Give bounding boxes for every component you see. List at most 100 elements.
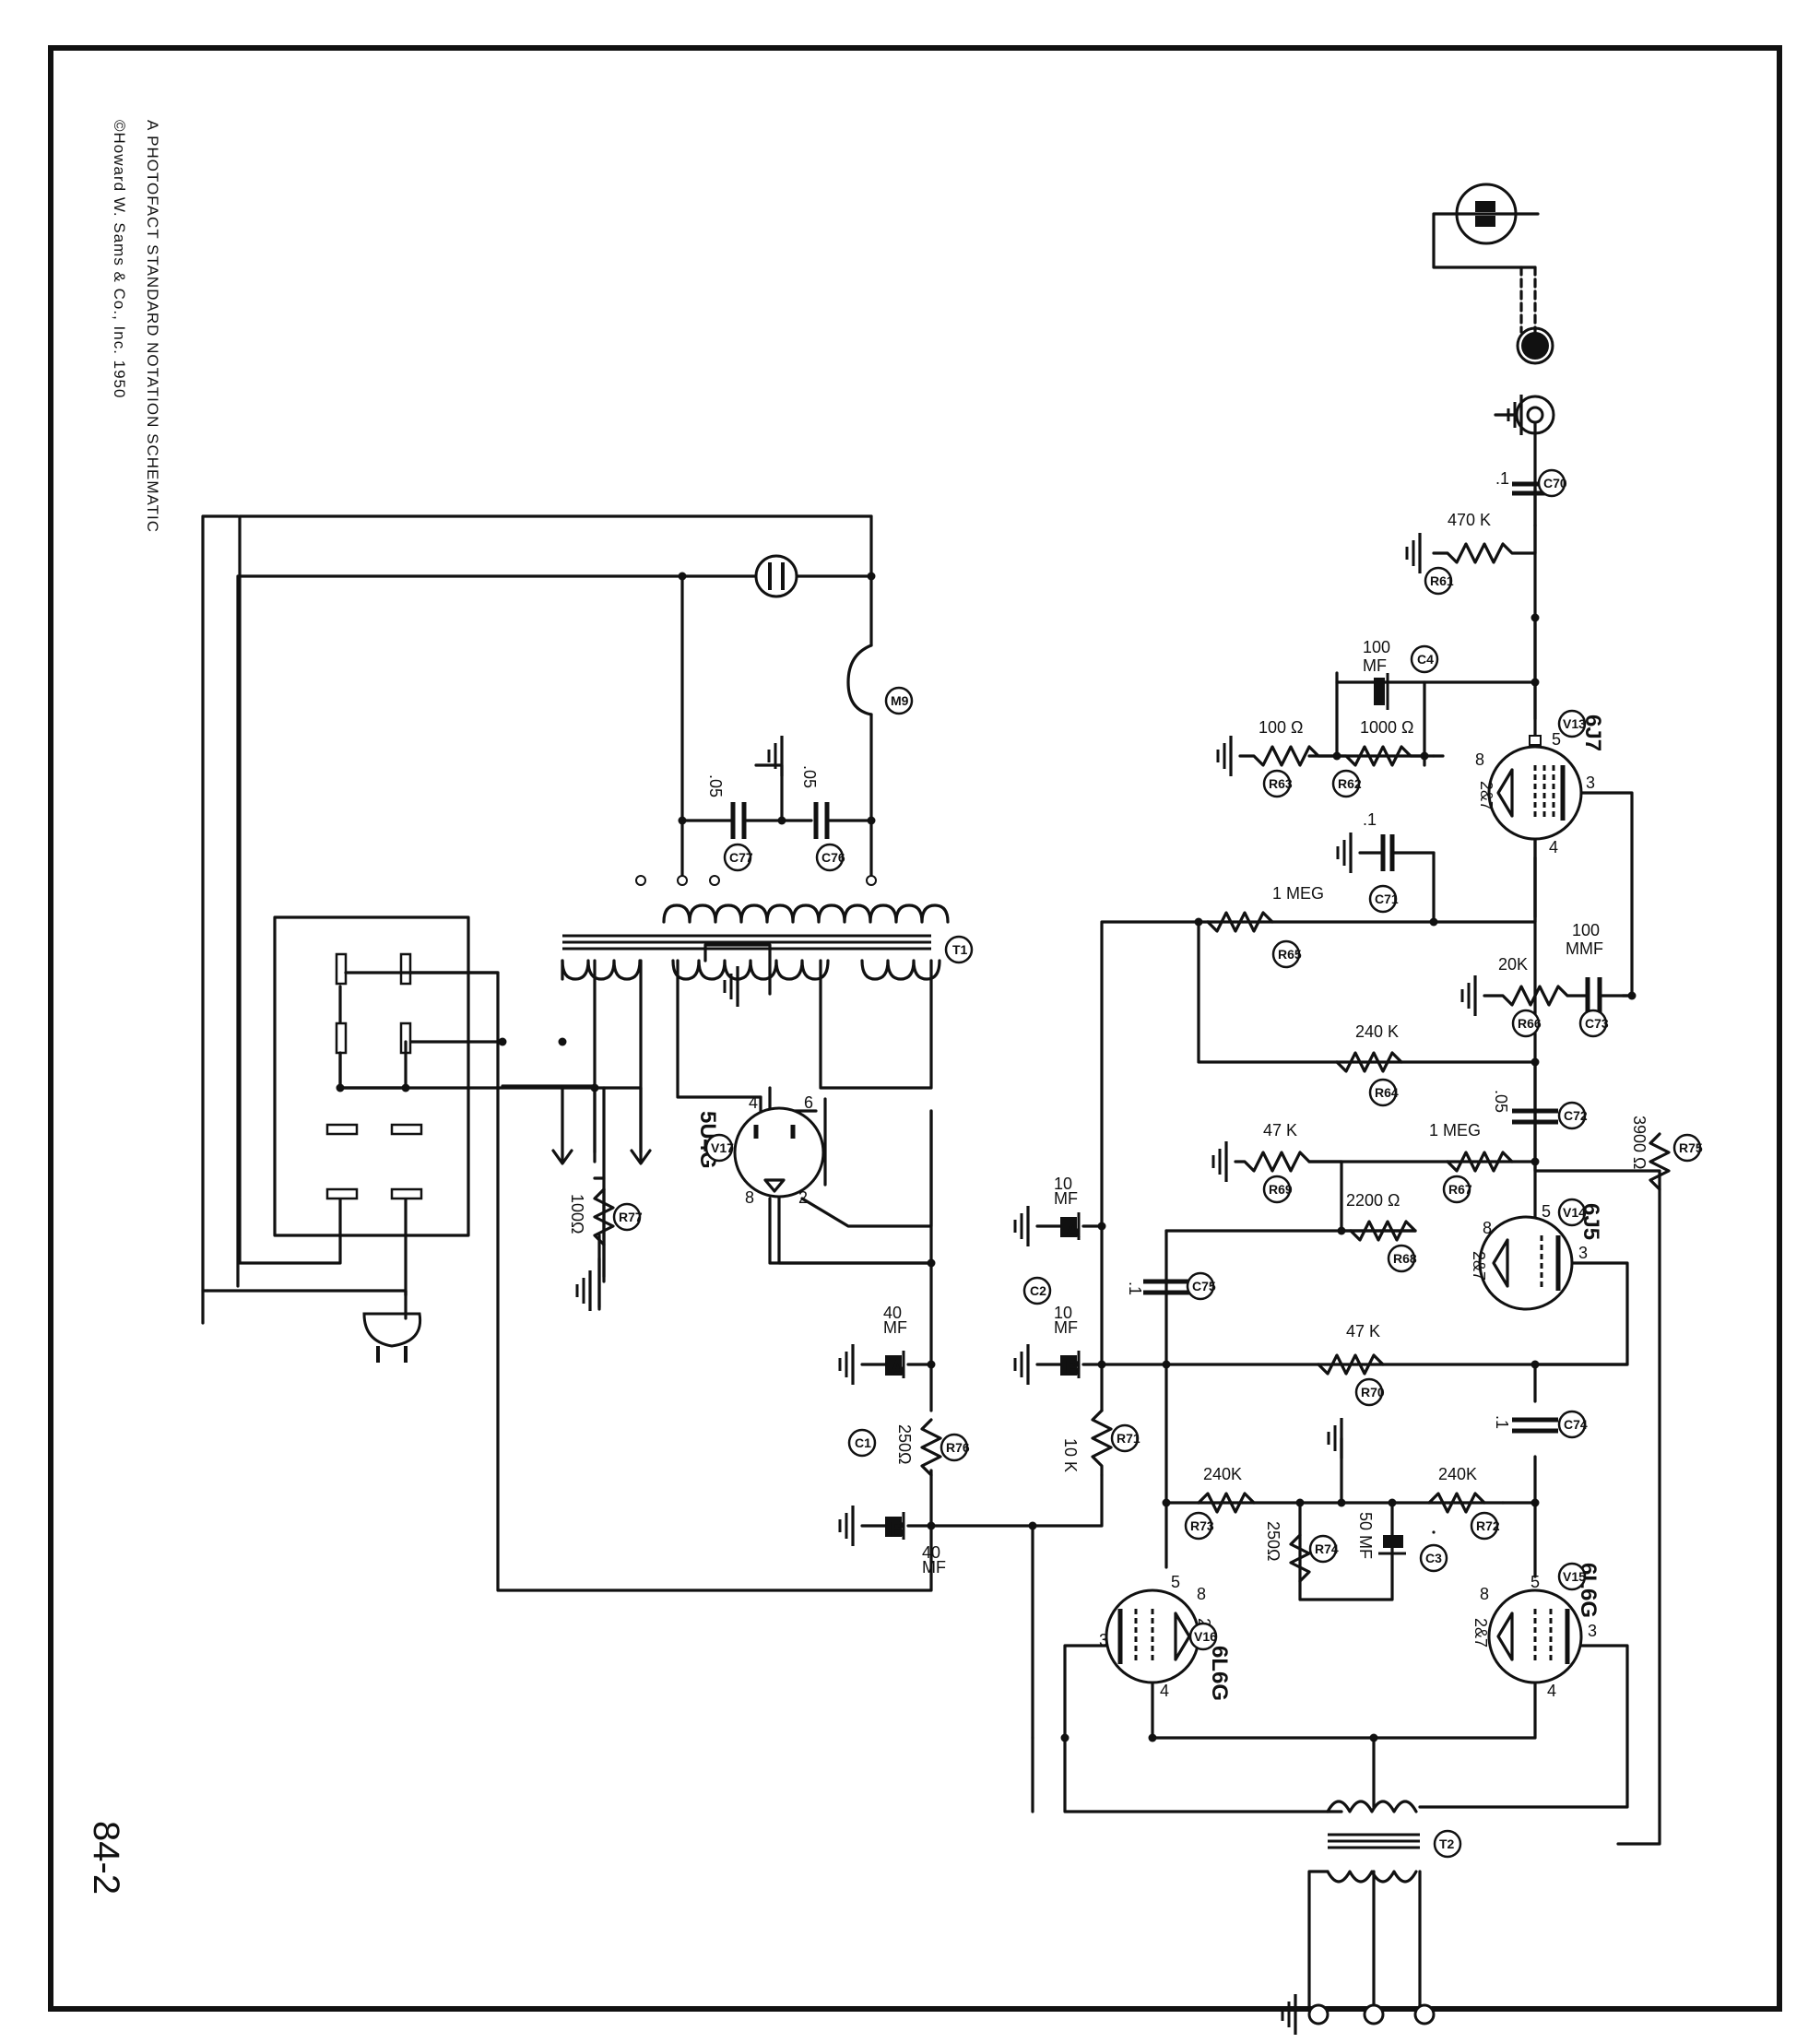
page-number: 84-2 bbox=[86, 1821, 126, 1895]
resistor-r62: 1000 Ω R62 bbox=[1331, 718, 1426, 798]
r67-value: 1 MEG bbox=[1429, 1121, 1481, 1140]
c70-value: .1 bbox=[1495, 469, 1509, 488]
capacitor-c76: .05 C76 bbox=[800, 765, 845, 872]
resistor-r74: 250Ω R74 bbox=[1264, 1521, 1339, 1583]
v15-pin4: 4 bbox=[1547, 1682, 1556, 1700]
c74-value: .1 bbox=[1493, 1415, 1511, 1429]
r76-value: 250Ω bbox=[895, 1424, 914, 1465]
v13-pin5: 5 bbox=[1552, 730, 1561, 749]
r64-ref: R64 bbox=[1375, 1085, 1399, 1100]
v17-pin6: 6 bbox=[804, 1093, 813, 1112]
c71-value: .1 bbox=[1363, 810, 1377, 829]
capacitor-c71: .1 C71 bbox=[1336, 810, 1436, 914]
ground-icon bbox=[767, 734, 784, 778]
r63-value: 100 Ω bbox=[1259, 718, 1304, 737]
v13-pin3: 3 bbox=[1586, 774, 1595, 792]
v16-pin3: 3 bbox=[1099, 1631, 1108, 1649]
r66-value: 20K bbox=[1498, 955, 1528, 974]
resistor-r67: 1 MEG R67 bbox=[1429, 1121, 1514, 1204]
neon-lamp-icon bbox=[754, 554, 798, 598]
power-switch-icon bbox=[325, 952, 500, 1200]
tube-v14-icon: 5 8 3 2&7 6J5 V14 bbox=[1470, 1198, 1603, 1311]
t2-ref: T2 bbox=[1439, 1836, 1455, 1851]
c75-ref: C75 bbox=[1192, 1279, 1216, 1293]
r71-value: 10 K bbox=[1061, 1438, 1080, 1472]
r77-value: 100Ω bbox=[568, 1194, 586, 1234]
r68-ref: R68 bbox=[1393, 1251, 1417, 1266]
junction-dots bbox=[336, 572, 1637, 1742]
c77-value: .05 bbox=[706, 774, 725, 797]
r70-value: 47 K bbox=[1346, 1322, 1380, 1340]
r69-value: 47 K bbox=[1263, 1121, 1297, 1140]
tube-v16-icon: 5 8 3 4 2&7 6L6G V16 bbox=[1099, 1573, 1232, 1701]
capacitor-c4: 100 MF C4 bbox=[1335, 638, 1439, 710]
v16-type: 6L6G bbox=[1207, 1646, 1232, 1701]
v17-pin8: 8 bbox=[745, 1188, 754, 1207]
resistor-r75: 3900 Ω R75 bbox=[1630, 1116, 1703, 1191]
r71-ref: R71 bbox=[1117, 1431, 1140, 1446]
c76-ref: C76 bbox=[821, 850, 845, 865]
resistor-r66: 20K R66 bbox=[1460, 955, 1588, 1038]
v16-pin4: 4 bbox=[1160, 1682, 1169, 1700]
r72-value: 240K bbox=[1438, 1465, 1477, 1483]
r61-value: 470 K bbox=[1448, 511, 1491, 529]
resistor-r63: 100 Ω R63 bbox=[1216, 718, 1339, 798]
v15-pin5: 5 bbox=[1530, 1573, 1540, 1591]
c74-ref: C74 bbox=[1564, 1417, 1588, 1432]
r76-ref: R76 bbox=[946, 1440, 970, 1455]
c2-ref: C2 bbox=[1030, 1283, 1046, 1298]
t1-ref: T1 bbox=[952, 942, 968, 957]
r63-ref: R63 bbox=[1269, 776, 1293, 791]
r68-value: 2200 Ω bbox=[1346, 1191, 1400, 1210]
resistor-r69: 47 K R69 bbox=[1211, 1121, 1343, 1204]
v16-pin5: 5 bbox=[1171, 1573, 1180, 1591]
r75-ref: R75 bbox=[1679, 1140, 1703, 1155]
wiring bbox=[201, 212, 1661, 1846]
r67-ref: R67 bbox=[1448, 1182, 1472, 1197]
v16-pin8: 8 bbox=[1197, 1585, 1206, 1603]
c2-a-value-line2: MF bbox=[1054, 1189, 1078, 1208]
c73-ref: C73 bbox=[1585, 1016, 1609, 1031]
r62-ref: R62 bbox=[1338, 776, 1362, 791]
c1-ref: C1 bbox=[855, 1435, 871, 1450]
transformer-t1-icon: T1 bbox=[561, 875, 974, 981]
m9-ref: M9 bbox=[891, 693, 909, 708]
c4-ref: C4 bbox=[1417, 652, 1434, 667]
r74-ref: R74 bbox=[1315, 1541, 1339, 1556]
v13-pin4: 4 bbox=[1549, 838, 1558, 856]
header-block: A PHOTOFACT STANDARD NOTATION SCHEMATIC … bbox=[111, 120, 161, 533]
c71-ref: C71 bbox=[1375, 892, 1399, 906]
v15-ref: V15 bbox=[1563, 1569, 1586, 1584]
r65-ref: R65 bbox=[1278, 947, 1302, 962]
capacitor-c3: 50 MF C3 bbox=[1356, 1512, 1448, 1573]
resistor-r77: 100Ω R77 bbox=[568, 1187, 643, 1313]
tube-v17-icon: 4 6 8 2 5U4G V17 bbox=[695, 1093, 825, 1207]
c1-b-label: B bbox=[890, 1517, 905, 1542]
r66-ref: R66 bbox=[1518, 1016, 1542, 1031]
v14-pin3: 3 bbox=[1578, 1244, 1588, 1262]
capacitor-c77: .05 C77 bbox=[706, 774, 753, 872]
resistor-r65: 1 MEG R65 bbox=[1206, 884, 1324, 969]
c73-value-line2: MMF bbox=[1566, 939, 1603, 958]
c3-ref: C3 bbox=[1425, 1551, 1442, 1565]
c2-a-label: A bbox=[1065, 1218, 1081, 1243]
v15-pin3: 3 bbox=[1588, 1622, 1597, 1640]
r72-ref: R72 bbox=[1476, 1518, 1500, 1533]
v14-ref: V14 bbox=[1563, 1205, 1586, 1220]
v17-pin4: 4 bbox=[749, 1093, 758, 1112]
v17-pin2: 2 bbox=[798, 1188, 808, 1207]
c70-ref: C70 bbox=[1543, 476, 1567, 490]
c77-ref: C77 bbox=[729, 850, 753, 865]
r70-ref: R70 bbox=[1361, 1385, 1385, 1399]
capacitor-c74: .1 C74 bbox=[1493, 1410, 1588, 1439]
input-jack-icon bbox=[1455, 183, 1555, 437]
r69-ref: R69 bbox=[1269, 1182, 1293, 1197]
transformer-t2-icon: T2 bbox=[1281, 1800, 1462, 2037]
resistor-r76: 250Ω R76 bbox=[895, 1418, 970, 1477]
r64-value: 240 K bbox=[1355, 1022, 1399, 1041]
c1-b-value-line1: 40 bbox=[922, 1543, 940, 1562]
resistor-r70: 47 K R70 bbox=[1317, 1322, 1385, 1407]
pilot-lamp-m9-icon: M9 bbox=[846, 644, 914, 716]
r74-value: 250Ω bbox=[1264, 1521, 1282, 1562]
